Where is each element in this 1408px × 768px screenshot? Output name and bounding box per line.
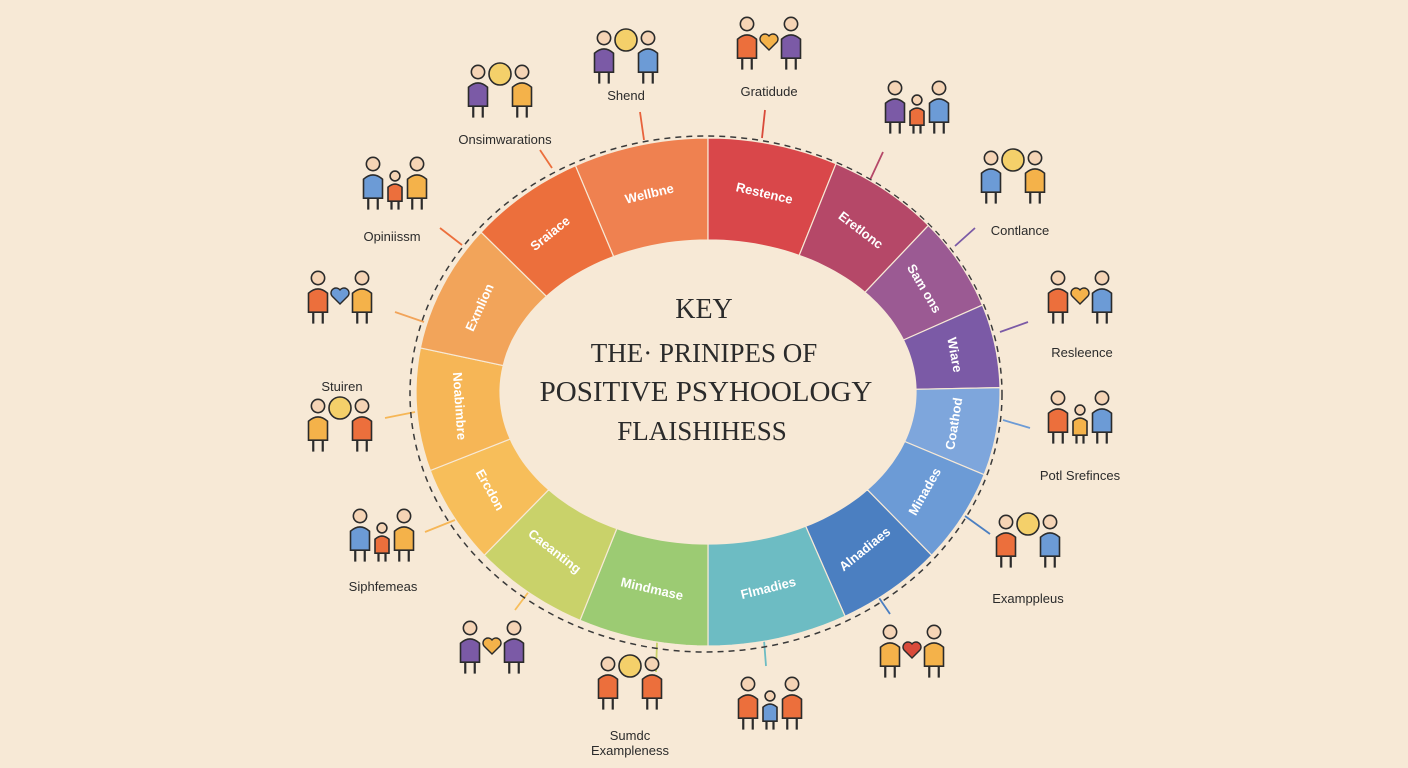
- three-people-icon: [737, 676, 803, 730]
- connector-line: [439, 227, 463, 246]
- outer-item-label: Opiniissm: [363, 229, 420, 244]
- connector-line: [999, 321, 1029, 333]
- outer-item-label: Contlance: [991, 223, 1050, 238]
- outer-item-label: Potl Srefinces: [1040, 468, 1121, 483]
- outer-item-label: Stuiren: [321, 379, 362, 394]
- wheel-segment-label: Wiare: [944, 336, 965, 373]
- connector-line: [394, 311, 425, 323]
- center-title-line1: KEY: [675, 294, 733, 325]
- outer-item-label: Shend: [607, 88, 645, 103]
- center-title-line4: FLAISHIHESS: [617, 416, 787, 446]
- family-hearts-icon: [307, 270, 373, 324]
- outer-item-label: Resleence: [1051, 345, 1112, 360]
- connector-line: [869, 151, 884, 181]
- outer-item-label: Examppleus: [992, 591, 1064, 606]
- outer-item-label: Onsimwarations: [458, 132, 552, 147]
- connector-line: [761, 109, 766, 139]
- connector-line: [539, 149, 553, 169]
- gear-bulb-icon: [1047, 390, 1113, 444]
- connector-line: [954, 227, 976, 247]
- connector-line: [514, 589, 531, 611]
- people-support-icon: [362, 156, 428, 210]
- network-people-icon: [995, 512, 1061, 568]
- people-lightbulb-icon: [593, 28, 659, 84]
- book-laptop-icon: [980, 148, 1046, 204]
- wheel-segment-label: Noabimbre: [450, 372, 470, 441]
- person-balance-icon: [1047, 270, 1113, 324]
- center-title: KEY THE· PRINIPES OF POSITIVE PSYHOOLOGY…: [540, 294, 873, 446]
- connector-lines: [384, 109, 1031, 673]
- heart-couple-icon: [879, 624, 945, 678]
- connector-line: [639, 111, 645, 141]
- connector-line: [1002, 419, 1031, 429]
- caring-group-icon: [459, 620, 525, 674]
- dashed-outer-ring: [409, 135, 1003, 653]
- outer-item-label: Gratidude: [740, 84, 797, 99]
- connector-line: [964, 515, 991, 535]
- hug-heart-icon: [597, 654, 663, 710]
- connector-line: [424, 519, 456, 533]
- family-chat-icon: [467, 62, 533, 118]
- hand-document-icon: [307, 396, 373, 452]
- connector-line: [763, 639, 767, 667]
- connector-line: [384, 411, 416, 419]
- gratitude-person-icon: [736, 16, 802, 70]
- center-title-line2: THE· PRINIPES OF: [591, 338, 818, 368]
- team-star-icon: [349, 508, 415, 562]
- center-disc: [500, 240, 916, 544]
- group-stars-icon: [884, 80, 950, 134]
- outer-item-label: Siphfemeas: [349, 579, 418, 594]
- center-title-line3: POSITIVE PSYHOOLOGY: [540, 376, 873, 408]
